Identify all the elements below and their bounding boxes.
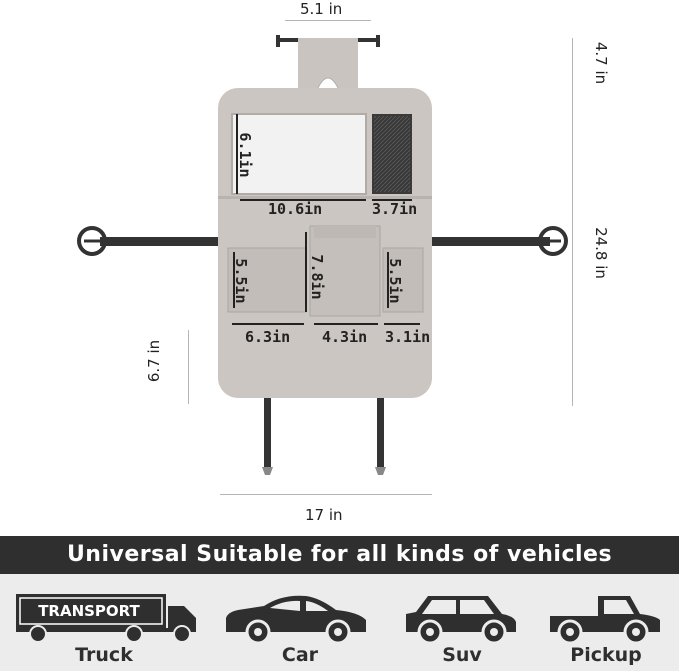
bottom-width-line	[220, 494, 432, 495]
lower-strap-height-label: 6.7 in	[145, 339, 163, 383]
truck-icon	[16, 594, 196, 643]
suv-label: Suv	[442, 644, 482, 666]
center-pocket	[309, 225, 381, 317]
car-icon	[226, 595, 366, 645]
mesh-width-label: 3.7in	[372, 200, 418, 218]
center-pocket-width-label: 4.3in	[322, 328, 368, 346]
top-hanger-width-label: 5.1 in	[300, 0, 343, 18]
pickup-icon	[550, 596, 660, 645]
top-width-line	[285, 20, 371, 21]
right-pocket-width-label: 3.1in	[385, 328, 431, 346]
left-pocket-height-label: 5.5in	[232, 258, 250, 304]
tablet-width-label: 10.6in	[268, 200, 323, 218]
lower-height-line	[188, 330, 189, 404]
left-pocket-width-label: 6.3in	[245, 328, 291, 346]
bottom-straps	[262, 395, 386, 475]
truck-label: Truck	[75, 644, 133, 666]
right-height-line	[572, 38, 573, 406]
side-strap-right	[430, 226, 568, 256]
right-pocket	[382, 247, 424, 313]
top-hanger	[276, 35, 380, 92]
car-label: Car	[281, 644, 319, 666]
top-hanger-height-label: 4.7 in	[592, 41, 610, 85]
tablet-window	[231, 113, 367, 195]
side-strap-left	[77, 226, 220, 256]
total-width-label: 17 in	[305, 506, 343, 524]
truck-badge: TRANSPORT	[38, 602, 140, 620]
tablet-height-label: 6.1in	[236, 132, 254, 178]
suv-icon	[406, 596, 516, 645]
center-pocket-height-label: 7.8in	[308, 254, 326, 300]
compatibility-banner: Universal Suitable for all kinds of vehi…	[0, 536, 679, 574]
right-pocket-height-label: 5.5in	[386, 258, 404, 304]
pickup-label: Pickup	[570, 644, 642, 666]
organizer-illustration	[77, 35, 568, 475]
total-height-label: 24.8 in	[592, 227, 610, 279]
